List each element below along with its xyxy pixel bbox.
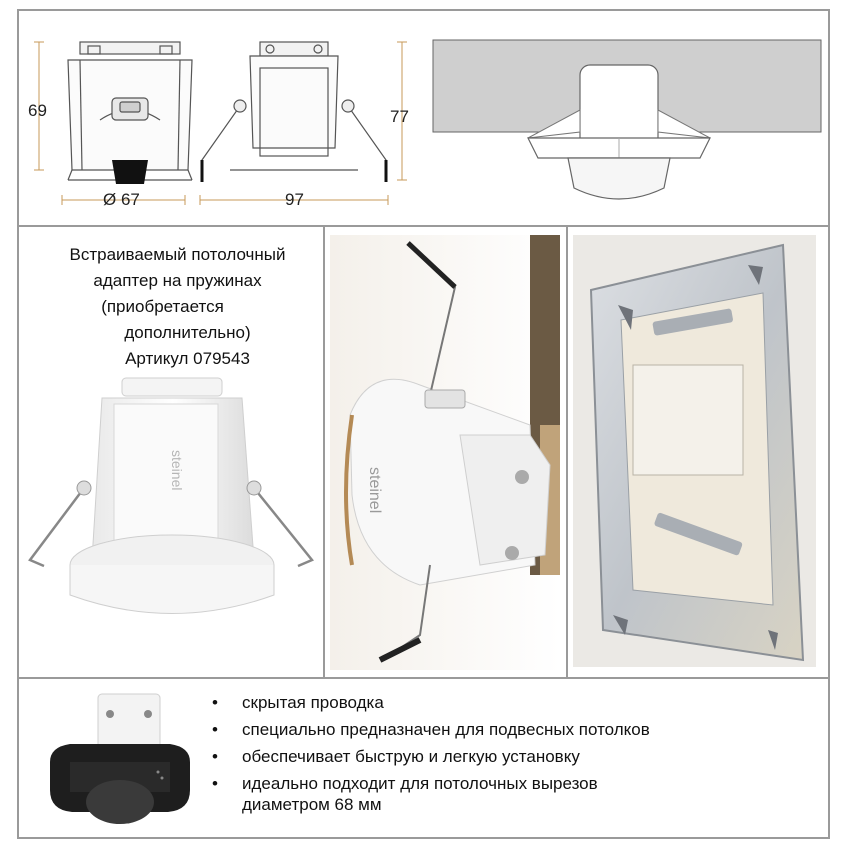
feature-list: скрытая проводка специально предназначен… [212, 690, 650, 819]
feature-item: специально предназначен для подвесных по… [212, 717, 650, 742]
dim-height-side: 77 [390, 107, 409, 126]
outer-frame [17, 9, 830, 839]
dim-height-front: 69 [28, 101, 47, 120]
divider-col1 [323, 225, 325, 677]
divider-top [17, 225, 830, 227]
mounting-plate-photo [573, 235, 816, 667]
spring-adapter-image: steinel [28, 377, 315, 614]
adapter-line-1: Встраиваемый потолочный [69, 245, 286, 264]
adapter-line-2: адаптер на пружинах [93, 271, 262, 290]
divider-bottom [17, 677, 830, 679]
adapter-article: Артикул 079543 [125, 349, 250, 368]
dim-width-side: 97 [285, 190, 304, 209]
ceiling-mount-illustration [432, 39, 822, 200]
divider-col2 [566, 225, 568, 677]
adapter-line-4: дополнительно) [124, 323, 251, 342]
feature-item-continued: диаметром 68 мм [242, 795, 382, 814]
dim-diameter: Ø 67 [103, 190, 140, 209]
feature-item: скрытая проводка [212, 690, 650, 715]
front-view-drawing [34, 41, 193, 205]
adapter-description: Встраиваемый потолочный адаптер на пружи… [30, 242, 325, 372]
side-view-drawing [199, 41, 407, 205]
brand-mark: steinel [366, 467, 383, 513]
adapter-line-3: (приобретается [101, 297, 224, 316]
installation-photo: steinel [330, 235, 560, 670]
feature-item: обеспечивает быструю и легкую установку [212, 744, 650, 769]
sensor-black-frame-image [50, 693, 190, 824]
feature-item: идеально подходит для потолочных вырезов [212, 771, 650, 796]
svg-text:steinel: steinel [169, 450, 185, 490]
